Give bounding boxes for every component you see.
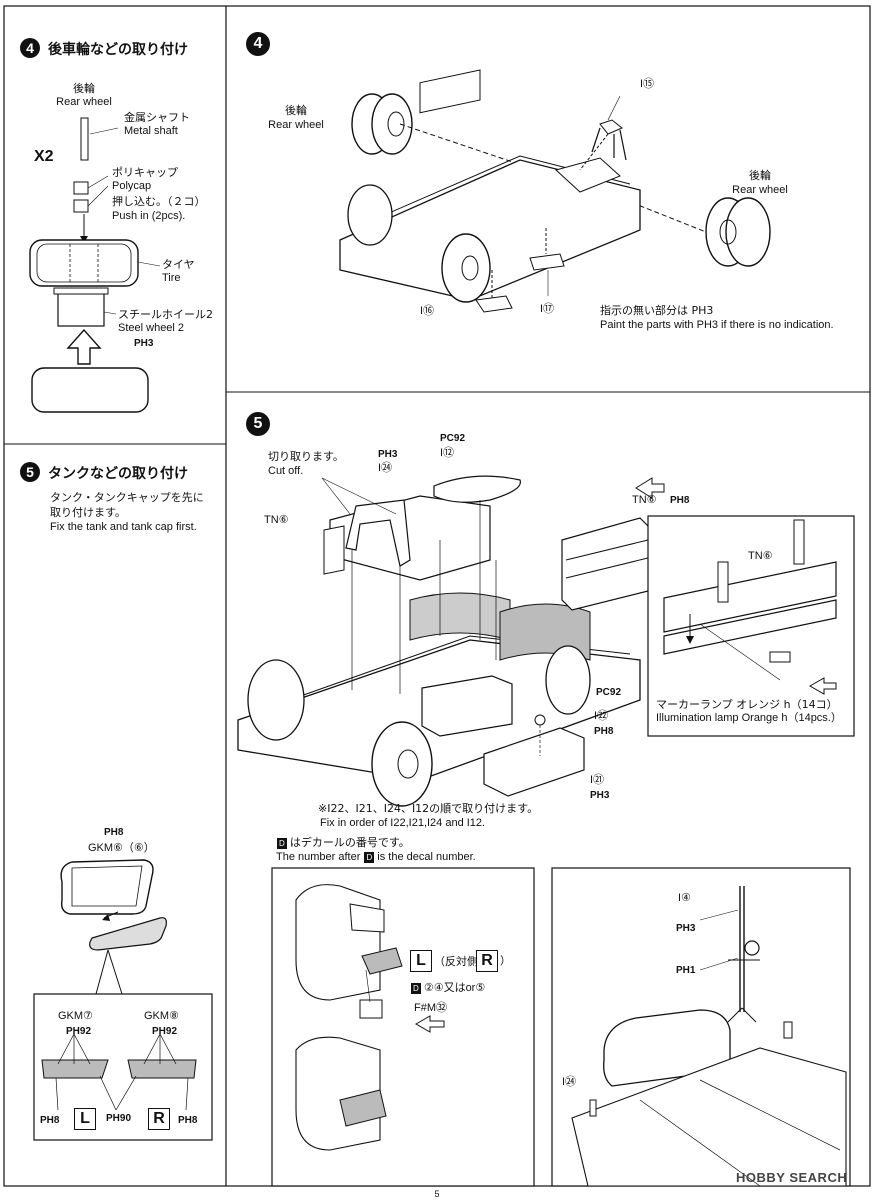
box-decal-options: D ②④又はor⑤ xyxy=(410,982,485,995)
steel-wheel-label-jp: スチールホイール2 xyxy=(118,308,213,321)
paint-ph3-bottom: PH3 xyxy=(590,790,610,801)
cut-off-label-jp: 切り取ります。 xyxy=(268,450,344,463)
order-note-en: Fix in order of I22,I21,I24 and I12. xyxy=(320,817,486,829)
paint-ph3-pole: PH3 xyxy=(676,923,696,934)
decal-marker-1: D xyxy=(277,837,287,849)
step-number-5-left: 5 xyxy=(20,462,40,482)
push-in-label-jp: 押し込む。（２コ） xyxy=(112,195,206,208)
paint-ph3-top: PH3 xyxy=(378,449,398,460)
rear-wheel-right-jp: 後輪 xyxy=(749,169,771,182)
mirror-left-part: GKM⑦ xyxy=(58,1010,93,1022)
cut-off-label-en: Cut off. xyxy=(268,465,304,477)
part-i21: I㉑ xyxy=(590,774,605,786)
step-number-5-right: 5 xyxy=(246,412,270,436)
box-opposite-label: （反対側 xyxy=(434,955,478,968)
paint-pc92-top: PC92 xyxy=(440,433,466,444)
paint-note-jp: 指示の無い部分は PH3 xyxy=(600,304,714,317)
part-i24-box: I㉔ xyxy=(562,1076,577,1088)
step-number-4-left: 4 xyxy=(20,38,40,58)
rear-wheel-label-en: Rear wheel xyxy=(56,96,112,108)
paint-code-right-top: PH92 xyxy=(152,1026,178,1037)
part-i16: I⑯ xyxy=(420,305,435,317)
steel-wheel-label-en: Steel wheel 2 xyxy=(118,322,185,334)
rear-wheel-label-jp: 後輪 xyxy=(73,82,95,95)
tank-note-en: Fix the tank and tank cap first. xyxy=(50,521,197,533)
step-title-rear-wheel: 後車輪などの取り付け xyxy=(48,42,188,58)
decal-note-en-b: is the decal number. xyxy=(377,851,476,863)
order-note-jp: ※I22、I21、I24、I12の順で取り付けます。 xyxy=(318,802,539,815)
part-i15: I⑮ xyxy=(640,78,655,90)
paint-ph1-lamp: PH1 xyxy=(676,965,696,976)
decal-note-jp-line: D はデカールの番号です。 xyxy=(276,836,410,850)
paint-code-bottom-left: PH8 xyxy=(40,1115,60,1126)
mirror-right-part: GKM⑧ xyxy=(144,1010,179,1022)
step-number-4-right: 4 xyxy=(246,32,270,56)
watermark-logo: HOBBY SEARCH xyxy=(736,1170,848,1185)
tn6-left-label: TN⑥ xyxy=(264,514,289,526)
part-i22: I㉒ xyxy=(594,710,609,722)
paint-code-bottom-mid: PH90 xyxy=(106,1113,132,1124)
decal-note-jp: はデカールの番号です。 xyxy=(289,836,410,849)
polycap-label-jp: ポリキャップ xyxy=(112,166,178,179)
part-i24: I㉔ xyxy=(378,462,393,474)
polycap-label-en: Polycap xyxy=(112,180,152,192)
lamp-label-jp: マーカーランプ オレンジ h（14コ） xyxy=(656,698,838,711)
metal-shaft-label-jp: 金属シャフト xyxy=(124,111,190,124)
tank-note-jp-1: タンク・タンクキャップを先に xyxy=(50,491,204,504)
decal-marker-3: D xyxy=(411,982,421,994)
rear-wheel-right-en: Rear wheel xyxy=(732,184,788,196)
lamp-label-en: Illumination lamp Orange h（14pcs.） xyxy=(656,712,842,724)
decal-note-en-line: The number after D is the decal number. xyxy=(276,851,476,864)
box-close-paren: ） xyxy=(500,955,511,967)
mirror-part-label: GKM⑥（⑥） xyxy=(88,842,155,854)
box-decal-numbers: ②④又はor⑤ xyxy=(423,982,486,994)
rear-wheel-left-jp: 後輪 xyxy=(285,104,307,117)
decal-marker-2: D xyxy=(364,851,375,863)
tank-note-jp-2: 取り付けます。 xyxy=(50,506,126,519)
step-title-tank: タンクなどの取り付け xyxy=(48,466,188,482)
rear-wheel-left-en: Rear wheel xyxy=(268,119,324,131)
tire-label-en: Tire xyxy=(162,272,181,284)
quantity-mark: X2 xyxy=(34,148,54,165)
decal-note-en-a: The number after xyxy=(276,851,361,863)
box-fm-label: F#M㉜ xyxy=(414,1002,447,1014)
tn6-inset-label: TN⑥ xyxy=(748,550,773,562)
right-side-letter: R xyxy=(148,1108,170,1130)
paint-code-left-top: PH92 xyxy=(66,1026,92,1037)
tire-label-jp: タイヤ xyxy=(162,258,195,271)
paint-code-ph3-steel: PH3 xyxy=(134,338,154,349)
part-i12: I⑫ xyxy=(440,447,455,459)
page-number: 5 xyxy=(434,1189,440,1199)
push-in-label-en: Push in (2pcs). xyxy=(112,210,186,222)
part-i4: I④ xyxy=(678,892,691,904)
paint-ph8-right: PH8 xyxy=(670,495,690,506)
left-side-letter: L xyxy=(74,1108,96,1130)
paint-note-en: Paint the parts with PH3 if there is no … xyxy=(600,319,834,331)
paint-ph8-mid: PH8 xyxy=(594,726,614,737)
box-letter-r: R xyxy=(476,950,498,972)
paint-pc92-mid: PC92 xyxy=(596,687,622,698)
paint-code-bottom-right: PH8 xyxy=(178,1115,198,1126)
paint-code-mirror-top: PH8 xyxy=(104,827,124,838)
metal-shaft-label-en: Metal shaft xyxy=(124,125,178,137)
box-letter-l: L xyxy=(410,950,432,972)
tn6-right-label: TN⑥ xyxy=(632,494,657,506)
part-i17: I⑰ xyxy=(540,303,555,315)
